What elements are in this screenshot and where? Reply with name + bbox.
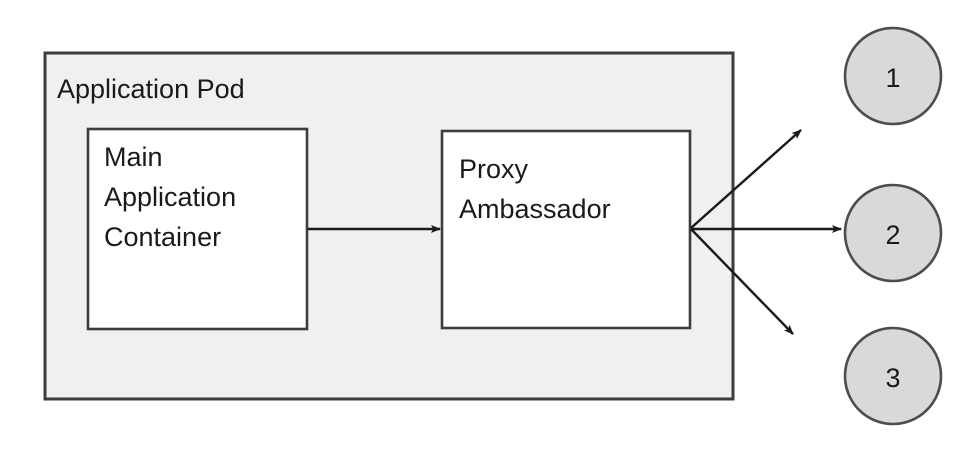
application-pod-label: Application Pod: [57, 74, 245, 104]
proxy-ambassador-label-line-2: Ambassador: [459, 194, 611, 224]
arrow-proxy-to-endpoint-3: [690, 228, 794, 335]
endpoint-3-circle: [843, 326, 943, 426]
endpoint-2-label: 2: [885, 220, 900, 250]
main-application-container-label-line-1: Main: [104, 142, 163, 172]
endpoint-1-label: 1: [885, 63, 900, 93]
main-application-container-label-line-2: Application: [104, 182, 236, 212]
main-application-container-label-line-3: Container: [104, 222, 221, 252]
main-application-container-box: [86, 127, 309, 331]
endpoint-1-circle: [843, 26, 943, 126]
endpoint-3-label: 3: [885, 363, 900, 393]
endpoint-2-circle: [843, 183, 943, 283]
arrow-proxy-to-endpoint-1: [690, 129, 802, 229]
proxy-ambassador-container-box: [440, 129, 692, 330]
proxy-ambassador-label-line-1: Proxy: [459, 154, 529, 184]
